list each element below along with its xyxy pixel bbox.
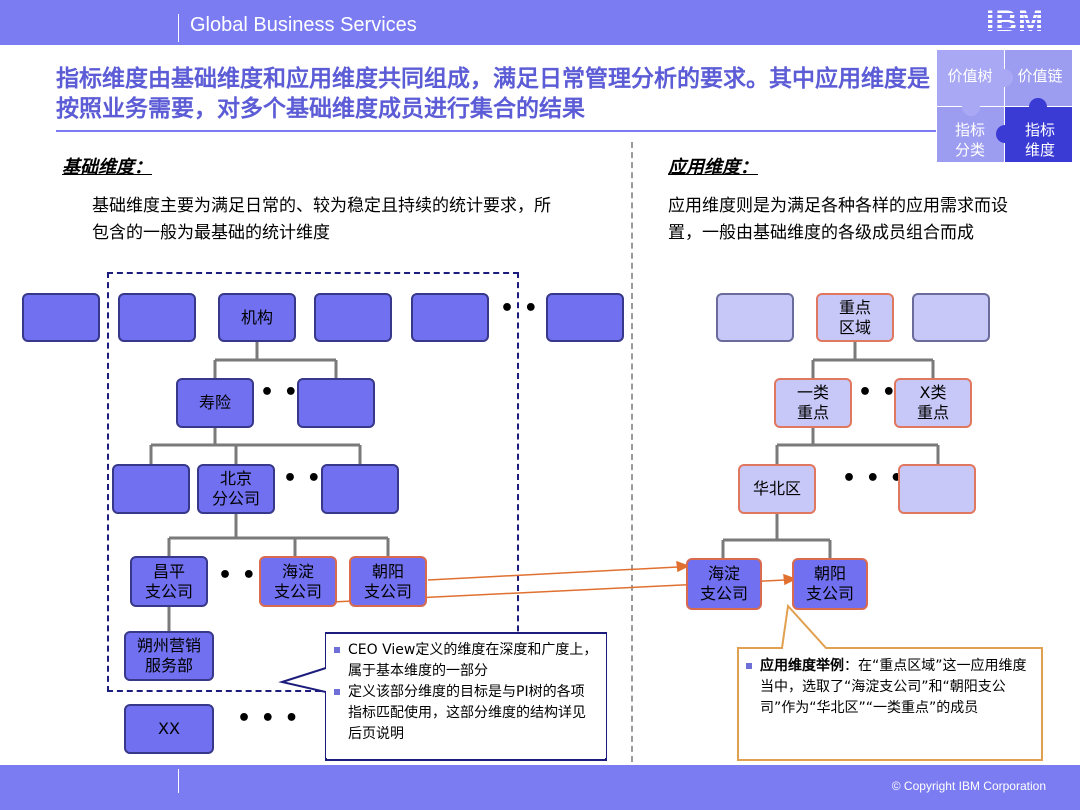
puzzle-label-kpi-dimension: 指标 维度: [1024, 121, 1055, 159]
footer-bar: © Copyright IBM Corporation: [0, 765, 1080, 810]
applied-dimension-title: 应用维度：: [668, 157, 758, 178]
connector-zhongdian: [811, 342, 935, 378]
puzzle-knob: [995, 69, 1013, 87]
node-empty: [112, 464, 190, 514]
node-changping: 昌平 支公司: [130, 556, 208, 607]
connector-huabei: [721, 514, 832, 558]
basic-dim-node-empty: [314, 293, 392, 342]
callout-text: ：在“重点区域”这一应用维度当中，选取了“海淀支公司”和“朝阳支公司”作为“华北…: [760, 658, 1027, 716]
node-beijing: 北京 分公司: [197, 464, 275, 514]
applied-dimension-description: 应用维度则是为满足各种各样的应用需求而设置，一般由基础维度的各级成员组合而成: [668, 196, 1008, 243]
basic-dim-node-empty: [22, 293, 100, 342]
title-underline: [56, 130, 936, 132]
node-empty: [297, 378, 375, 428]
ellipsis-dots: • • •: [842, 466, 905, 491]
basic-dimension-description: 基础维度主要为满足日常的、较为稳定且持续的统计要求，所包含的一般为最基础的统计维…: [92, 196, 551, 243]
mapping-arrowhead: [783, 573, 797, 586]
applied-dim-node-empty: [716, 293, 794, 342]
basic-dim-node-empty: [118, 293, 196, 342]
applied-dim-node-empty: [898, 464, 976, 514]
node-shuozhou: 朔州营销 服务部: [124, 631, 214, 681]
callout-bullet: CEO View定义的维度在深度和广度上，属于基本维度的一部分: [334, 640, 598, 682]
basic-dimension-title: 基础维度：: [62, 157, 152, 178]
node-haidian-applied: 海淀 支公司: [686, 558, 762, 610]
node-xlei: X类 重点: [894, 378, 972, 428]
callout-bullet: 应用维度举例：在“重点区域”这一应用维度当中，选取了“海淀支公司”和“朝阳支公司…: [746, 656, 1028, 719]
node-haidian-basic: 海淀 支公司: [259, 556, 337, 607]
connector-jigou: [213, 342, 338, 378]
copyright-text: © Copyright IBM Corporation: [891, 779, 1046, 793]
node-empty: [321, 464, 399, 514]
basic-dim-node-empty: [411, 293, 489, 342]
node-chaoyang-basic: 朝阳 支公司: [349, 556, 427, 607]
footer-separator: [178, 769, 179, 793]
top-bar: Global Business Services IBM: [0, 0, 1080, 45]
puzzle-label-value-chain: 价值链: [1017, 67, 1063, 85]
applied-dimension-callout: 应用维度举例：在“重点区域”这一应用维度当中，选取了“海淀支公司”和“朝阳支公司…: [740, 652, 1034, 756]
connector-yilei: [775, 428, 940, 464]
ibm-logo: IBM: [986, 5, 1044, 38]
basic-dim-node-empty: [546, 293, 624, 342]
puzzle-label-kpi-category: 指标 分类: [954, 121, 985, 159]
header-separator: [178, 14, 179, 42]
puzzle-piece-kpi-dimension: [1005, 107, 1072, 162]
brand-title: Global Business Services: [190, 14, 417, 36]
mapping-arrow-chaoyang: [427, 566, 679, 581]
connector-shouxian: [149, 428, 362, 464]
connector-beijing: [167, 513, 390, 556]
puzzle-piece-value-tree: [937, 50, 1004, 106]
puzzle-knob: [1029, 98, 1047, 116]
applied-dim-node-empty: [912, 293, 990, 342]
callout-bullet: 定义该部分维度的目标是与PI树的各项指标匹配使用，这部分维度的结构详见后页说明: [334, 682, 598, 745]
basic-dimension-callout: CEO View定义的维度在深度和广度上，属于基本维度的一部分 定义该部分维度的…: [326, 634, 606, 758]
puzzle-knob: [962, 98, 980, 116]
node-jigou: 机构: [218, 293, 296, 342]
puzzle-piece-value-chain: [1005, 50, 1072, 106]
puzzle-piece-kpi-category: [937, 107, 1004, 162]
node-zhongdian: 重点 区域: [816, 293, 894, 342]
puzzle-knob: [996, 125, 1014, 143]
puzzle-graphic: 价值树 价值链 指标 分类 指标 维度: [937, 50, 1072, 162]
basic-dimension-scope-box: [107, 272, 519, 692]
puzzle-pieces: [937, 50, 1072, 162]
mapping-arrowhead: [676, 560, 690, 573]
node-chaoyang-applied: 朝阳 支公司: [792, 558, 868, 610]
puzzle-label-value-tree: 价值树: [947, 67, 993, 85]
section-divider: [631, 142, 633, 762]
callout-bold-label: 应用维度举例: [760, 658, 844, 674]
node-xx: XX: [124, 704, 214, 754]
ellipsis-dots: • • •: [237, 706, 300, 731]
node-huabei: 华北区: [738, 464, 816, 514]
node-yilei: 一类 重点: [774, 378, 852, 428]
node-shouxian: 寿险: [176, 378, 254, 428]
page-title: 指标维度由基础维度和应用维度共同组成，满足日常管理分析的要求。其中应用维度是按照…: [56, 66, 930, 122]
